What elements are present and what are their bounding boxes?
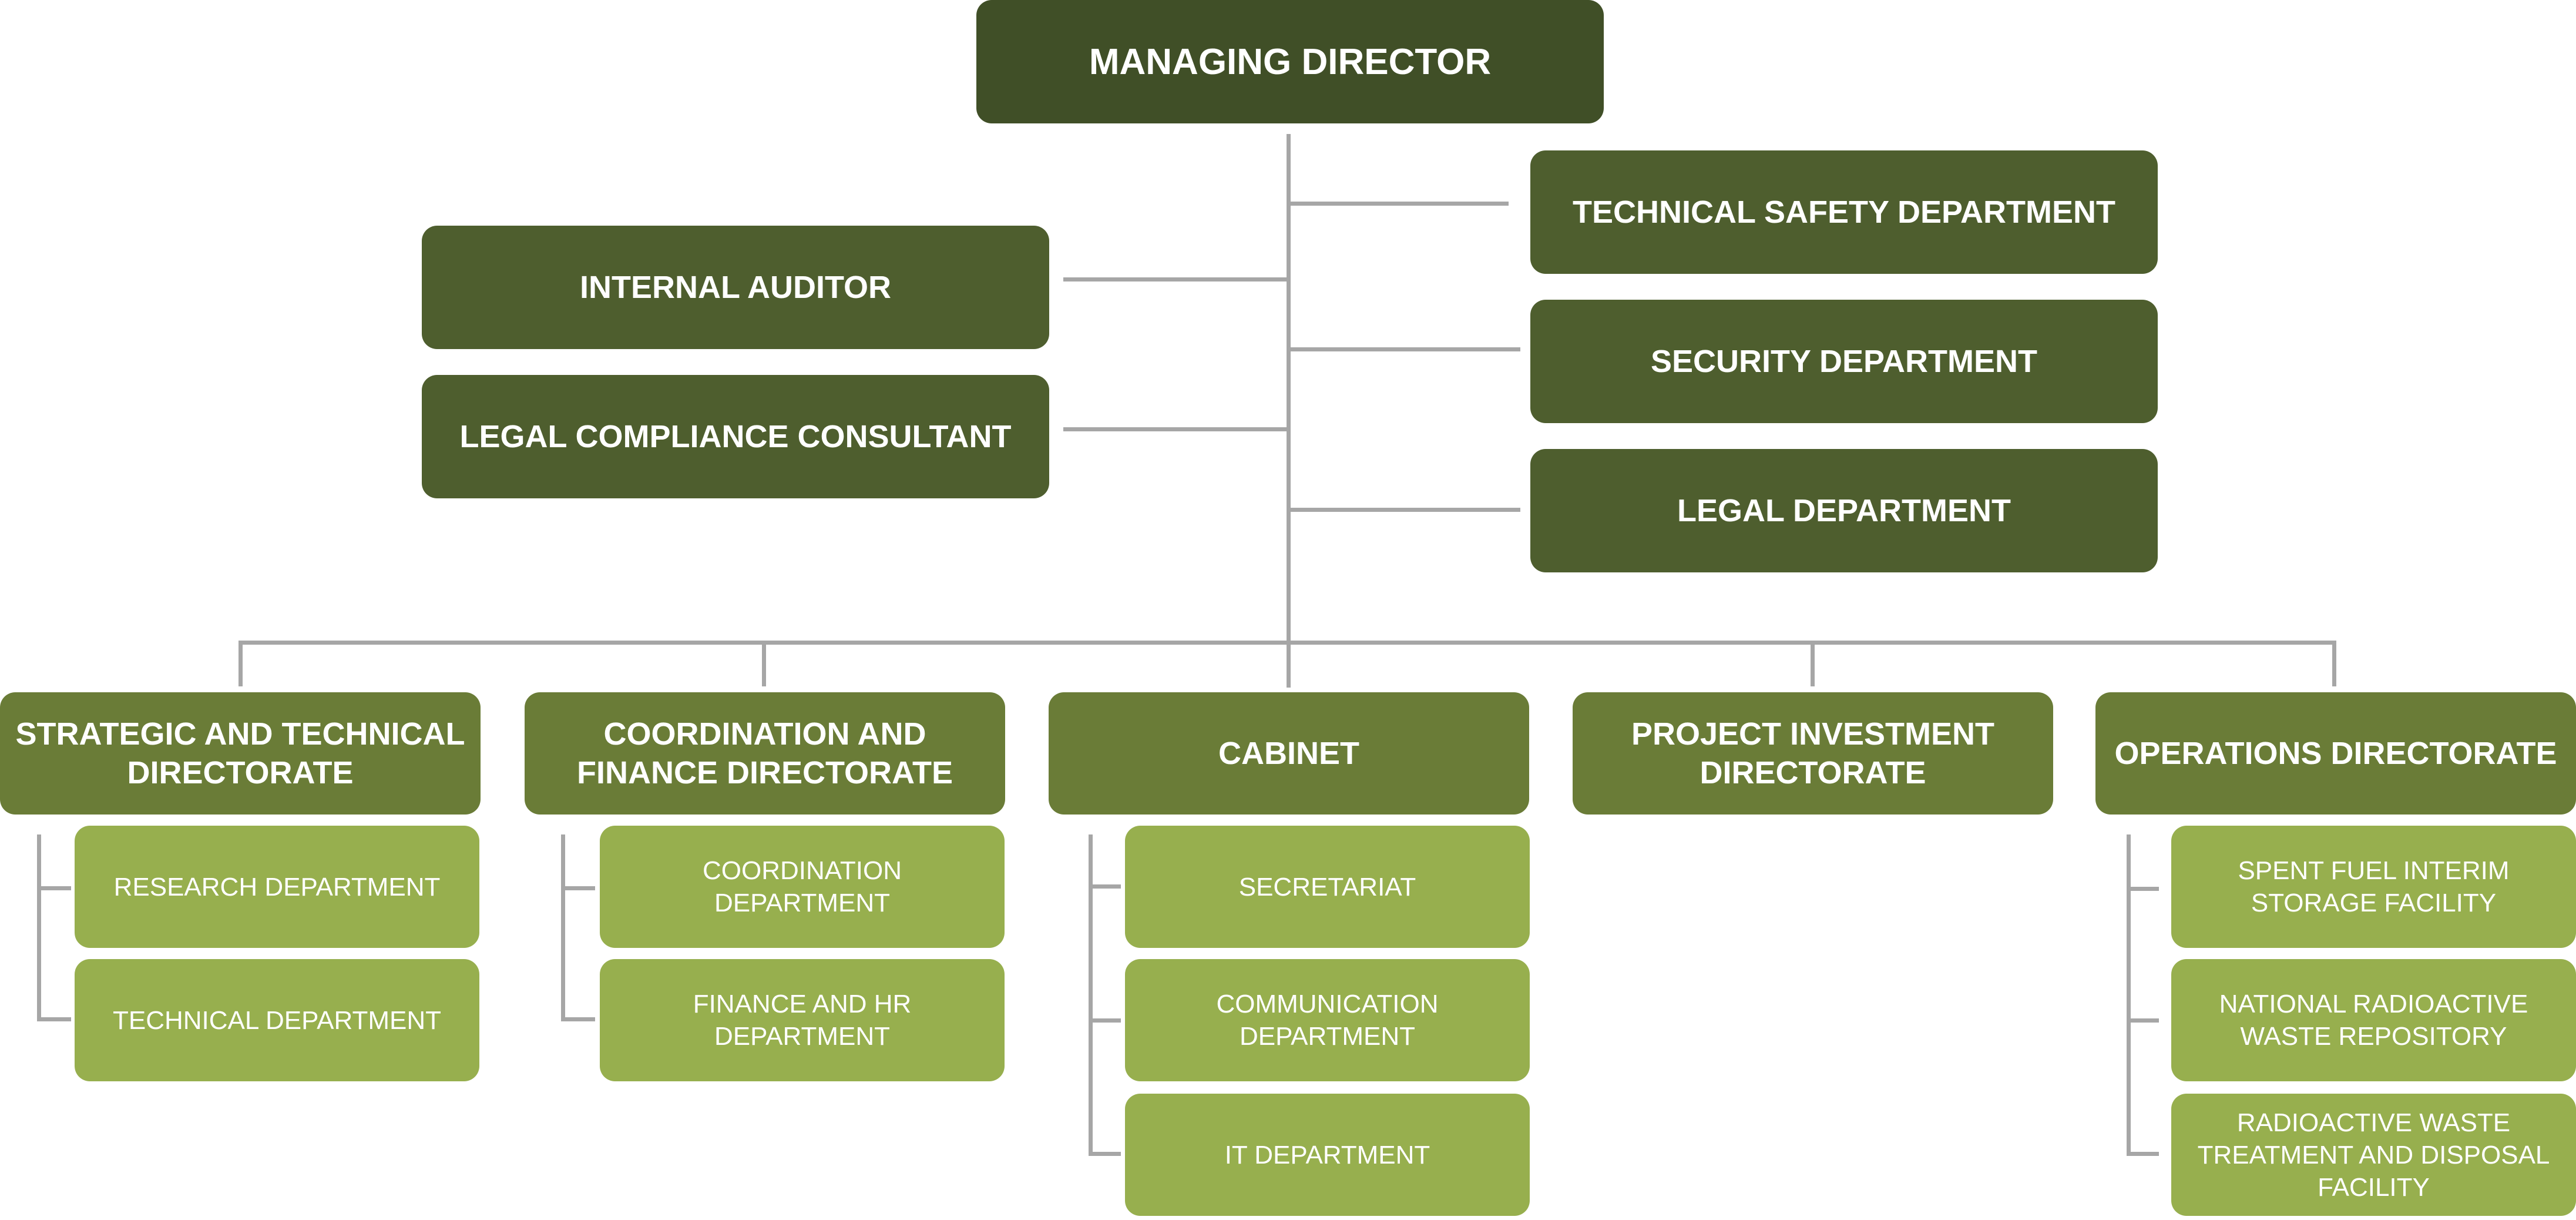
directorate-bus-line [239,641,2336,645]
directorate-label: OPERATIONS DIRECTORATE [2114,736,2557,771]
security-department-box: SECURITY DEPARTMENT [1530,300,2158,423]
department-label: COORDINATION DEPARTMENT [703,856,902,917]
bracket-2-vertical [561,834,565,1021]
legal-compliance-consultant-label: LEGAL COMPLIANCE CONSULTANT [459,419,1012,454]
bracket-2-tick [561,1017,595,1021]
department-label: TECHNICAL DEPARTMENT [112,1006,442,1035]
bracket-3-vertical [1089,834,1093,1155]
bracket-5-vertical [2127,834,2131,1155]
managing-director-label: MANAGING DIRECTOR [1089,41,1492,82]
connector-legal [1288,508,1520,512]
bracket-1-tick [37,886,71,890]
department-label: COMMUNICATION DEPARTMENT [1216,990,1439,1051]
directorate-label: PROJECT INVESTMENT DIRECTORATE [1631,716,1995,790]
directorate-operations: OPERATIONS DIRECTORATE [2095,692,2576,815]
legal-compliance-consultant-box: LEGAL COMPLIANCE CONSULTANT [422,375,1049,498]
trunk-line [1287,134,1291,688]
department-waste-treatment-facility: RADIOACTIVE WASTE TREATMENT AND DISPOSAL… [2171,1094,2576,1216]
department-national-waste-repository: NATIONAL RADIOACTIVE WASTE REPOSITORY [2171,959,2576,1081]
directorate-label: COORDINATION AND FINANCE DIRECTORATE [576,716,953,790]
department-label: RESEARCH DEPARTMENT [113,872,441,901]
drop-line-5 [2332,641,2336,686]
department-label: SECRETARIAT [1238,872,1416,901]
legal-department-box: LEGAL DEPARTMENT [1530,449,2158,572]
directorate-label: STRATEGIC AND TECHNICAL DIRECTORATE [15,716,465,790]
legal-department-label: LEGAL DEPARTMENT [1677,493,2011,528]
department-finance-hr: FINANCE AND HR DEPARTMENT [600,959,1005,1081]
department-label: RADIOACTIVE WASTE TREATMENT AND DISPOSAL… [2197,1108,2550,1202]
department-research: RESEARCH DEPARTMENT [75,826,479,948]
bracket-1-tick [37,1017,71,1021]
department-communication: COMMUNICATION DEPARTMENT [1125,959,1530,1081]
department-label: NATIONAL RADIOACTIVE WASTE REPOSITORY [2219,990,2528,1051]
connector-internal-auditor [1063,277,1288,281]
bracket-5-tick [2127,887,2159,891]
internal-auditor-label: INTERNAL AUDITOR [579,270,891,305]
bracket-3-tick [1089,1152,1121,1156]
directorate-project-investment: PROJECT INVESTMENT DIRECTORATE [1573,692,2053,815]
technical-safety-department-label: TECHNICAL SAFETY DEPARTMENT [1572,195,2116,230]
directorate-label: CABINET [1218,736,1359,771]
department-label: FINANCE AND HR DEPARTMENT [693,990,912,1051]
connector-legal-compliance [1063,427,1288,431]
bracket-3-tick [1089,1018,1121,1023]
connector-technical-safety [1288,202,1509,206]
bracket-5-tick [2127,1018,2159,1023]
department-secretariat: SECRETARIAT [1125,826,1530,948]
internal-auditor-box: INTERNAL AUDITOR [422,226,1049,349]
bracket-3-tick [1089,884,1121,889]
bracket-5-tick [2127,1152,2159,1156]
department-spent-fuel-storage: SPENT FUEL INTERIM STORAGE FACILITY [2171,826,2576,948]
connector-security [1288,347,1520,351]
bracket-2-tick [561,886,595,890]
department-coordination: COORDINATION DEPARTMENT [600,826,1005,948]
department-label: IT DEPARTMENT [1224,1140,1430,1169]
department-it: IT DEPARTMENT [1125,1094,1530,1216]
bracket-1-vertical [37,834,41,1021]
directorate-strategic-technical: STRATEGIC AND TECHNICAL DIRECTORATE [0,692,481,815]
drop-line-4 [1811,641,1815,686]
managing-director-box: MANAGING DIRECTOR [976,0,1604,123]
directorate-cabinet: CABINET [1049,692,1529,815]
technical-safety-department-box: TECHNICAL SAFETY DEPARTMENT [1530,150,2158,274]
department-label: SPENT FUEL INTERIM STORAGE FACILITY [2238,856,2510,917]
department-technical: TECHNICAL DEPARTMENT [75,959,479,1081]
security-department-label: SECURITY DEPARTMENT [1650,344,2038,379]
drop-line-1 [239,641,243,686]
drop-line-2 [762,641,766,686]
directorate-coordination-finance: COORDINATION AND FINANCE DIRECTORATE [525,692,1005,815]
